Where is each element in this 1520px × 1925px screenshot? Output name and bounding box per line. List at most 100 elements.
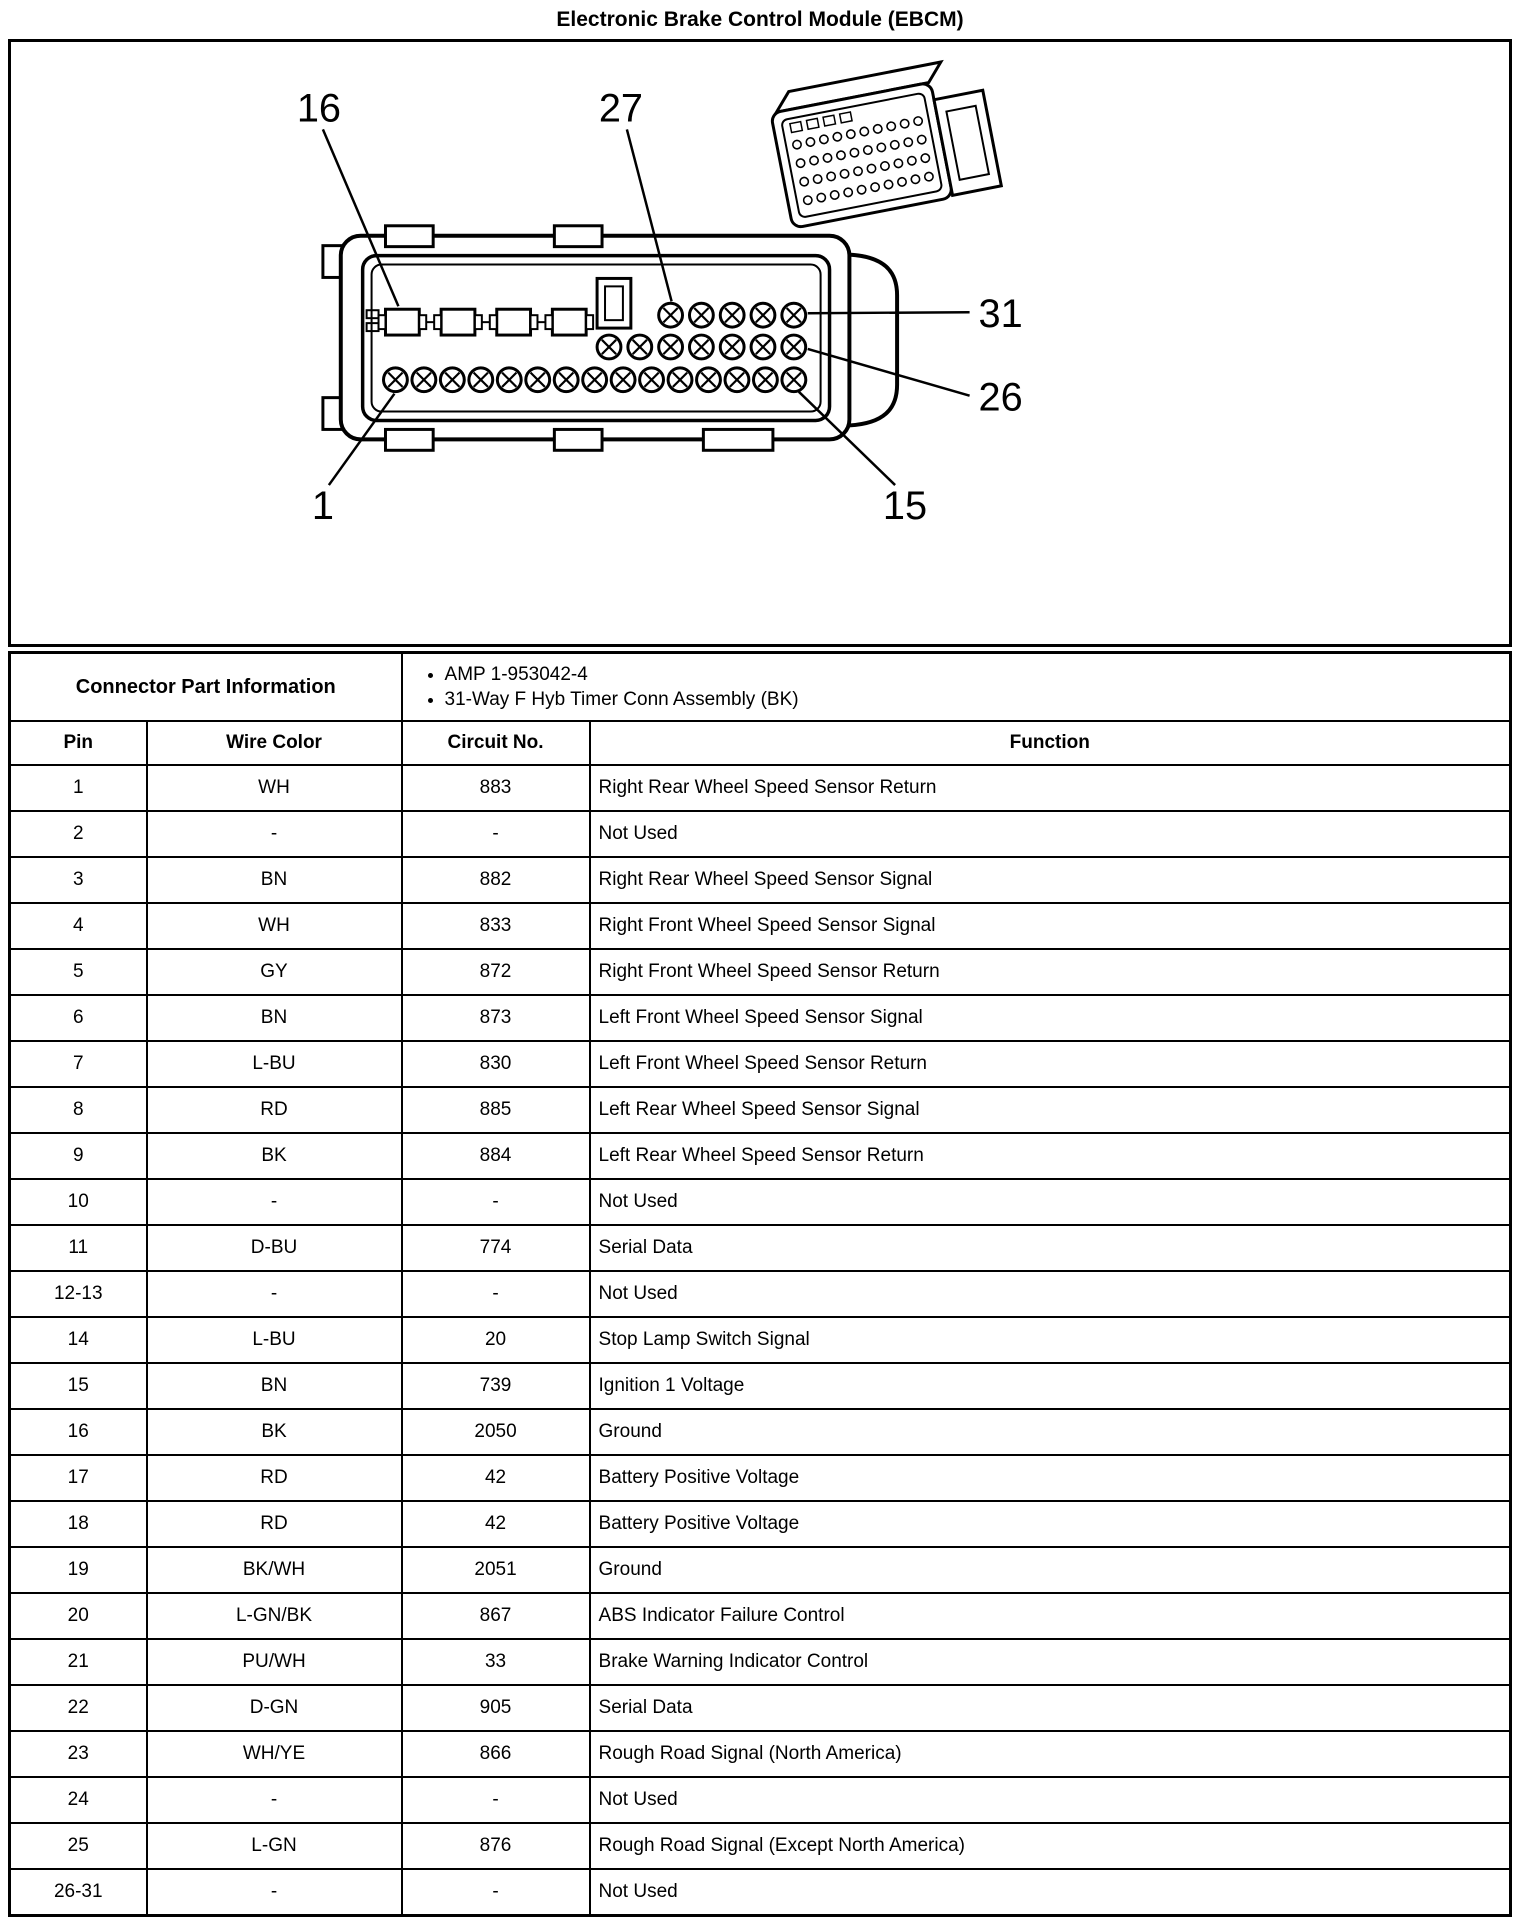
pin-cell: 19 [8,1546,148,1594]
iso-pin-hole [856,184,867,195]
function-cell: Brake Warning Indicator Control [588,1638,1512,1686]
circuit-cell: 774 [400,1224,591,1272]
function-cell: Ground [588,1408,1512,1456]
function-cell: Not Used [588,1178,1512,1226]
pin-cell: 24 [8,1776,148,1824]
pin-cell: 10 [8,1178,148,1226]
wire-color-cell: - [145,810,403,858]
iso-terminal-hole [789,120,804,134]
callout-15: 15 [883,484,927,528]
circuit-cell: 885 [400,1086,591,1134]
circuit-cell: 883 [400,764,591,812]
callout-line-27 [625,129,673,302]
connector-diagram-svg: 16 27 31 26 15 1 [297,59,1023,528]
function-cell: Not Used [588,1270,1512,1318]
iso-pin-hole [876,142,887,153]
iso-pin-hole [859,126,870,137]
function-cell: Left Front Wheel Speed Sensor Return [588,1040,1512,1088]
bottom-notch-3 [701,427,775,452]
page-title: Electronic Brake Control Module (EBCM) [556,8,964,31]
wire-color-cell: BN [145,1362,403,1410]
iso-pin-hole [903,137,914,148]
iso-pin-hole [866,163,877,174]
circuit-cell: 884 [400,1132,591,1180]
table-row: 12-13--Not Used [8,1270,1512,1318]
pin-cell: 15 [8,1362,148,1410]
bottom-notch-1 [383,427,435,452]
circuit-cell: 2050 [400,1408,591,1456]
pin-cell: 8 [8,1086,148,1134]
function-cell: Right Front Wheel Speed Sensor Signal [588,902,1512,950]
pin-cell: 6 [8,994,148,1042]
col-header-pin: Pin [8,720,148,766]
wire-color-cell: WH [145,764,403,812]
pin-cell: 12-13 [8,1270,148,1318]
circuit-cell: 2051 [400,1546,591,1594]
function-cell: Rough Road Signal (North America) [588,1730,1512,1778]
callout-line-31 [807,310,970,315]
iso-pin-hole [849,147,860,158]
part-info-row: Connector Part Information AMP 1-953042-… [8,651,1512,722]
pin-cell: 4 [8,902,148,950]
iso-pin-hole [826,171,837,182]
iso-view [770,59,1004,229]
iso-collar-inner [945,104,991,181]
part-info-item: AMP 1-953042-4 [445,664,1501,686]
function-cell: Not Used [588,810,1512,858]
top-notch-1 [383,224,435,249]
wire-color-cell: - [145,1178,403,1226]
pin-cell: 21 [8,1638,148,1686]
pin-cell: 3 [8,856,148,904]
callout-line-26 [807,347,970,397]
function-cell: Battery Positive Voltage [588,1500,1512,1548]
connector-body-outline [338,233,852,442]
function-cell: Ground [588,1546,1512,1594]
top-notch-2 [552,224,604,249]
iso-pin-hole [816,192,827,203]
circuit-cell: - [400,1178,591,1226]
terminal-row [377,307,595,337]
iso-pin-hole [879,160,890,171]
iso-pin-hole [913,116,924,127]
pin-cell: 11 [8,1224,148,1272]
wire-color-cell: L-BU [145,1316,403,1364]
function-cell: Right Rear Wheel Speed Sensor Return [588,764,1512,812]
iso-front-inner [781,92,943,218]
circuit-cell: 42 [400,1454,591,1502]
callout-line-15 [797,390,896,486]
circuit-cell: - [400,1868,591,1917]
circuit-cell: 42 [400,1500,591,1548]
wire-color-cell: BK [145,1408,403,1456]
front-view [321,224,900,452]
pin-cell: 1 [8,764,148,812]
wire-color-cell: D-GN [145,1684,403,1732]
callout-16: 16 [297,86,341,130]
wire-color-cell: RD [145,1086,403,1134]
iso-pin-hole [897,176,907,187]
iso-pin-hole [795,158,806,169]
inner-outline-2 [370,263,822,413]
wire-color-cell: - [145,1776,403,1824]
function-cell: Right Rear Wheel Speed Sensor Signal [588,856,1512,904]
part-info-items: AMP 1-953042-4 31-Way F Hyb Timer Conn A… [400,651,1512,722]
circuit-cell: 905 [400,1684,591,1732]
wire-color-cell: L-GN/BK [145,1592,403,1640]
circuit-cell: 833 [400,902,591,950]
iso-pin-hole [883,179,894,190]
pin-cell: 23 [8,1730,148,1778]
function-cell: Battery Positive Voltage [588,1454,1512,1502]
wire-color-cell: - [145,1868,403,1917]
wire-color-cell: BN [145,856,403,904]
wire-color-cell: D-BU [145,1224,403,1272]
iso-pin-hole [906,155,917,166]
iso-pin-hole [829,189,840,200]
